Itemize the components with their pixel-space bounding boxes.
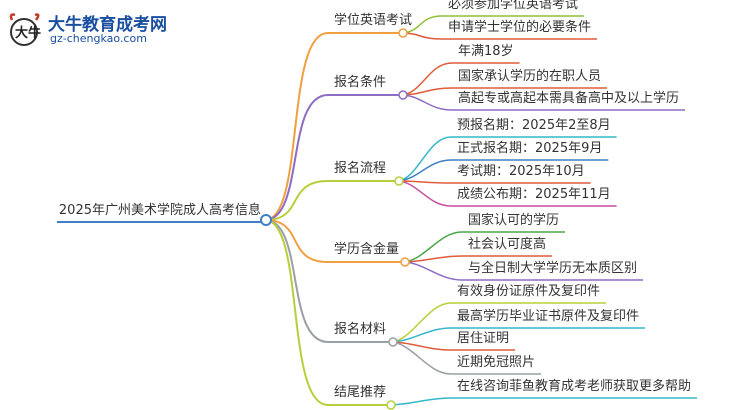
logo: 大牛 大牛教育成考网 gz-chengkao.com (6, 10, 216, 50)
logo-title: 大牛教育成考网 (48, 15, 167, 35)
leaf-connector (399, 94, 453, 111)
branch-label: 结尾推荐 (334, 385, 387, 400)
leaf-label: 在线咨询菲鱼教育成考老师获取更多帮助 (457, 379, 692, 394)
leaf-label: 预报名期：2025年2至8月 (457, 118, 611, 133)
branch-label: 报名材料 (334, 322, 387, 337)
leaf-connector (395, 136, 452, 182)
branch-connector (264, 219, 329, 263)
leaf-label: 有效身份证原件及复印件 (457, 284, 601, 299)
branch-node (394, 176, 404, 186)
leaf-label: 居住证明 (457, 331, 510, 346)
leaf-connector (389, 302, 452, 343)
branch-label: 学位英语考试 (334, 13, 413, 28)
leaf-label: 申请学士学位的必要条件 (448, 20, 592, 35)
leaf-label: 最高学历毕业证书原件及复印件 (457, 309, 640, 324)
leaf-label: 高起专或高起本需具备高中及以上学历 (458, 91, 680, 106)
leaf-label: 必须参加学位英语考试 (448, 0, 579, 12)
leaf-label: 考试期：2025年10月 (457, 164, 585, 179)
leaf-connector (399, 62, 453, 96)
branch-connector (264, 32, 329, 221)
root-topic: 2025年广州美术学院成人高考信息 (58, 203, 261, 218)
branch-connector (264, 94, 329, 221)
branch-connector (264, 219, 329, 343)
leaf-connector (387, 397, 452, 406)
leaf-label: 年满18岁 (458, 44, 514, 59)
logo-url: gz-chengkao.com (50, 32, 147, 45)
branch-label: 报名流程 (334, 161, 387, 176)
branch-node (388, 337, 398, 347)
leaf-connector (399, 87, 453, 96)
logo-mark-text: 大牛 (15, 25, 41, 41)
branch-node (398, 28, 408, 38)
leaf-connector (395, 180, 452, 207)
root-node (260, 214, 272, 226)
leaf-connector (401, 231, 463, 263)
leaf-connector (401, 261, 463, 281)
leaf-label: 成绩公布期：2025年11月 (457, 187, 611, 202)
leaf-label: 国家认可的学历 (468, 213, 560, 228)
leaf-label: 正式报名期：2025年9月 (457, 141, 603, 156)
leaf-connector (395, 159, 452, 182)
branch-label: 学历含金量 (334, 242, 400, 257)
leaf-label: 社会认可度高 (468, 237, 547, 252)
leaf-label: 近期免冠照片 (457, 355, 536, 370)
leaf-connector (401, 255, 463, 263)
branch-label: 报名条件 (334, 75, 387, 90)
branch-node (386, 400, 396, 410)
branch-connector (264, 219, 329, 406)
leaf-label: 与全日制大学学历无本质区别 (468, 261, 638, 276)
branch-node (400, 257, 410, 267)
bull-logo-icon: 大牛 (9, 13, 41, 46)
branch-connector (264, 180, 329, 221)
leaf-label: 国家承认学历的在职人员 (458, 69, 602, 84)
branch-node (398, 90, 408, 100)
